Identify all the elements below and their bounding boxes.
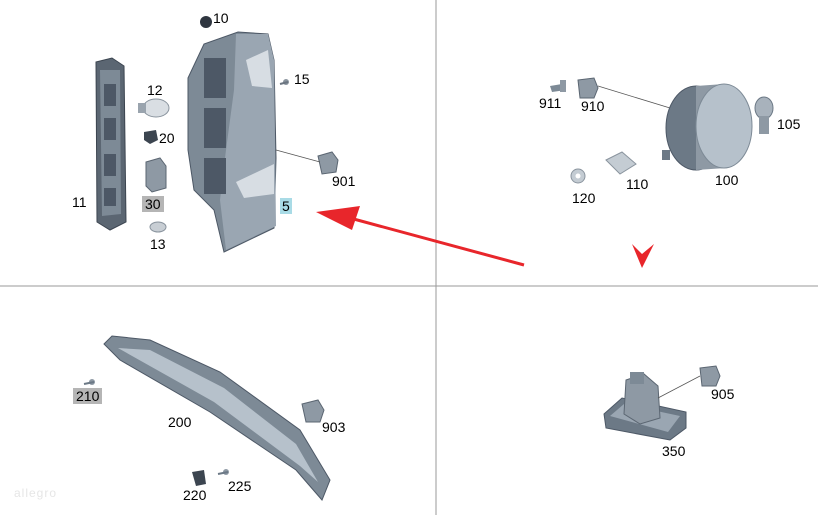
part-11-bulb-carrier [95, 57, 127, 231]
label-13: 13 [150, 236, 166, 252]
part-5-tail-light [187, 31, 277, 253]
part-13-small-bulb [149, 221, 167, 233]
leader-901 [275, 149, 321, 163]
part-110-plate [605, 151, 637, 175]
part-350-licence-lamp [603, 372, 687, 441]
label-350: 350 [662, 443, 686, 459]
label-210: 210 [73, 388, 103, 404]
label-30: 30 [142, 196, 164, 212]
label-220: 220 [183, 487, 207, 503]
part-20-clip [144, 130, 158, 144]
part-210-screw [83, 379, 95, 385]
label-10: 10 [213, 10, 229, 26]
label-200: 200 [168, 414, 192, 430]
part-200-brake-light [103, 335, 331, 501]
label-11: 11 [72, 194, 87, 210]
part-911-screw [550, 80, 566, 92]
leader-905 [657, 375, 701, 399]
part-105-bulb [754, 96, 774, 134]
part-225-screw [217, 469, 229, 475]
part-220-clip [192, 470, 206, 486]
label-225: 225 [228, 478, 252, 494]
label-910: 910 [581, 98, 605, 114]
label-105: 105 [777, 116, 801, 132]
part-901-connector [317, 151, 339, 175]
part-12-bulb [138, 98, 170, 118]
label-903: 903 [322, 419, 346, 435]
part-903-connector [301, 399, 325, 423]
label-12: 12 [147, 82, 163, 98]
red-arrow [316, 206, 525, 267]
label-901: 901 [332, 173, 356, 189]
label-120: 120 [572, 190, 596, 206]
label-5: 5 [280, 198, 292, 214]
label-20: 20 [159, 130, 175, 146]
part-100-lamp [662, 83, 753, 171]
label-911: 911 [539, 95, 562, 111]
part-120-washer [570, 168, 586, 184]
label-100: 100 [715, 172, 739, 188]
label-905: 905 [711, 386, 735, 402]
part-30-socket [145, 157, 167, 193]
part-15-screw [279, 79, 289, 85]
watermark: allegro [14, 486, 58, 500]
part-910-connector [577, 77, 599, 99]
view-direction-mark [632, 244, 654, 268]
part-10-nut [200, 16, 212, 28]
leader-910 [597, 85, 671, 109]
part-905-connector [699, 365, 721, 387]
label-110: 110 [626, 176, 649, 192]
label-15: 15 [294, 71, 310, 87]
